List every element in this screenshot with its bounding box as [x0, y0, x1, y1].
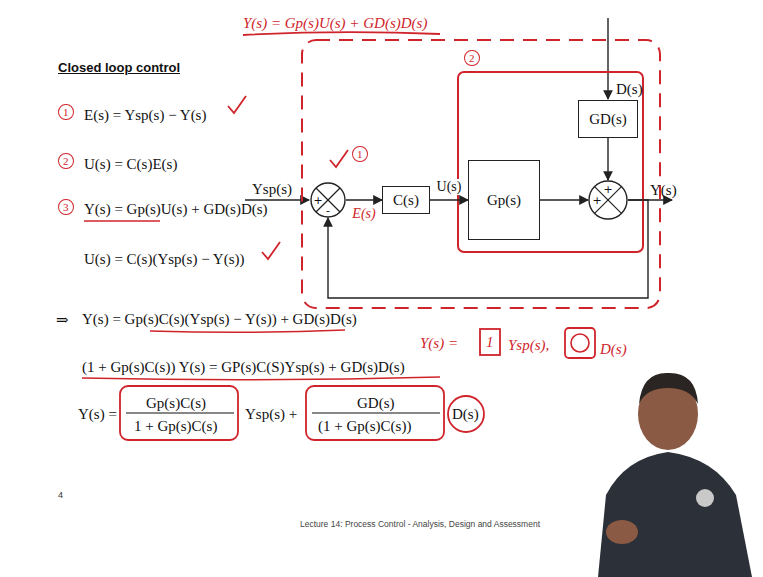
- summing-junction: ++: [588, 180, 628, 220]
- presenter-shirt: [598, 452, 752, 577]
- red-underline: [82, 377, 440, 380]
- junction-circle: [311, 183, 345, 217]
- callout-number: 3: [58, 199, 74, 215]
- equation-part: D(s): [452, 405, 479, 423]
- fraction-denominator: 1 + Gp(s)C(s): [134, 417, 217, 435]
- sign-label: +: [592, 195, 601, 206]
- equation: U(s) = C(s)E(s): [84, 155, 177, 173]
- handwritten-note: 1: [486, 333, 494, 351]
- fraction-denominator: (1 + Gp(s)C(s)): [318, 417, 411, 435]
- red-dashed-loop-outline: [302, 40, 660, 308]
- process-box: Gp(s): [468, 160, 540, 240]
- callout-number: 1: [58, 104, 74, 120]
- fraction-numerator: Gp(s)C(s): [146, 394, 206, 412]
- shirt-logo: [696, 489, 714, 507]
- equation: (1 + Gp(s)C(s)) Y(s) = GP(s)C(S)Ysp(s) +…: [82, 358, 405, 376]
- red-underline: [243, 32, 440, 35]
- red-process-outline: [458, 72, 643, 252]
- equation-part: Y(s) =: [78, 405, 117, 423]
- red-underline: [150, 330, 345, 332]
- signal-name: Y(s): [650, 181, 677, 199]
- red-check-mark: [330, 150, 348, 167]
- fraction-bar: [126, 412, 234, 413]
- red-answer-box: [480, 329, 500, 355]
- equation-part: Ysp(s) +: [245, 405, 297, 423]
- red-zero-circle: [571, 334, 589, 352]
- fraction-numerator: GD(s): [357, 394, 395, 412]
- controller-box: C(s): [382, 186, 430, 214]
- equation: Y(s) = Gp(s)U(s) + GD(s)D(s): [84, 200, 268, 218]
- signal-connector: [430, 199, 468, 200]
- signal-connector: [607, 138, 608, 180]
- red-check-mark: [262, 242, 280, 259]
- red-underline: [84, 220, 160, 222]
- block-label: GD(s): [589, 111, 627, 128]
- setpoint-input-arrow: [245, 199, 309, 200]
- junction-circle: [589, 181, 627, 219]
- footer-text: Lecture 14: Process Control - Analysis, …: [300, 519, 540, 529]
- signal-label: U(s): [435, 179, 464, 195]
- slide-title: Closed loop control: [58, 60, 180, 75]
- red-check-mark: [228, 96, 246, 113]
- disturbance-input-arrow: [607, 18, 608, 99]
- callout-number: 2: [58, 153, 74, 169]
- callout-number: 1: [352, 146, 368, 162]
- handwritten-note: Y(s) =: [420, 334, 458, 352]
- page-number: 4: [58, 490, 63, 500]
- callout-number: 2: [464, 50, 480, 66]
- handwritten-note: Ysp(s),: [508, 336, 549, 354]
- equation: Y(s) = Gp(s)C(s)(Ysp(s) − Y(s)) + GD(s)D…: [82, 310, 357, 328]
- sign-label: -: [326, 205, 330, 216]
- block-label: C(s): [393, 192, 419, 209]
- sign-label: +: [313, 195, 322, 206]
- equation: U(s) = C(s)(Ysp(s) − Y(s)): [84, 250, 245, 268]
- red-circle-mark: [448, 396, 484, 432]
- red-highlight-box: [120, 386, 238, 440]
- equation: E(s) = Ysp(s) − Y(s): [84, 106, 206, 124]
- red-highlight-box: [306, 386, 444, 440]
- fraction-bar: [312, 412, 440, 413]
- block-label: Gp(s): [487, 192, 521, 209]
- signal-connector: [540, 199, 588, 200]
- signal-name: Ysp(s): [252, 180, 292, 198]
- handwritten-equation: Y(s) = Gp(s)U(s) + GD(s)D(s): [243, 14, 427, 32]
- presenter-hand: [606, 520, 638, 544]
- implies-symbol: ⇒: [56, 311, 69, 329]
- presenter-hair: [639, 373, 698, 404]
- signal-connector: [346, 199, 382, 200]
- red-answer-box: [565, 328, 595, 358]
- sign-label: +: [603, 184, 612, 195]
- signal-label: E(s): [350, 206, 377, 222]
- summing-junction: +-: [310, 182, 346, 218]
- signal-name: D(s): [616, 80, 643, 98]
- disturbance-box: GD(s): [578, 100, 638, 138]
- handwritten-note: D(s): [600, 340, 627, 358]
